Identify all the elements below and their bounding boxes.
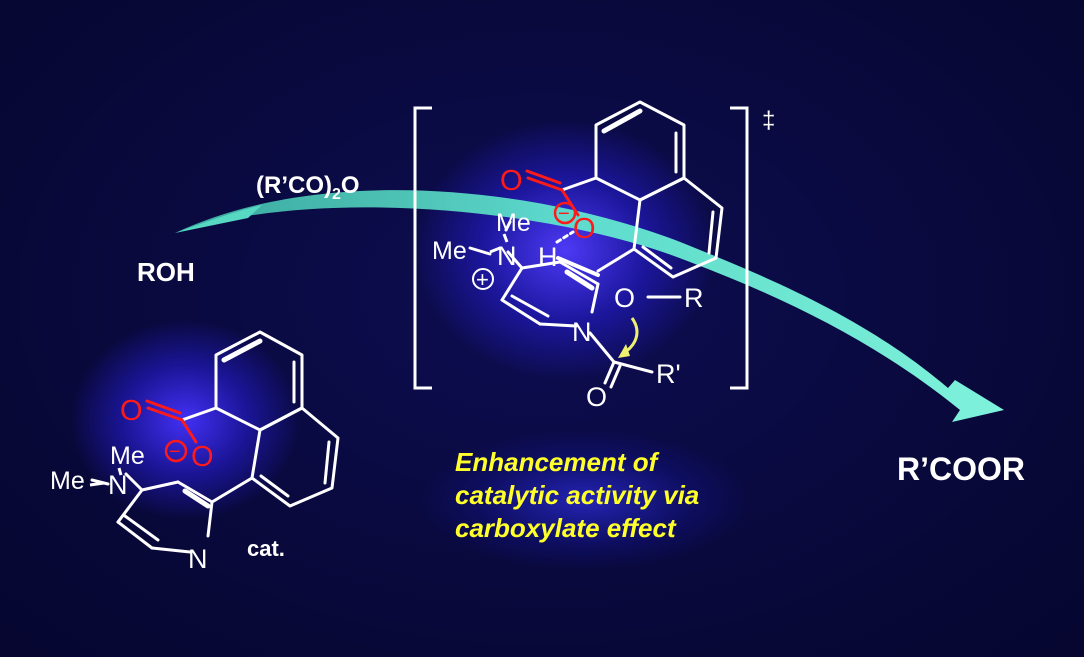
ts-molecule: [468, 100, 724, 389]
ts-carboxylate-oxygen: O: [573, 213, 596, 245]
curved-arrow: [618, 317, 639, 358]
reaction-labels: (R’CO)2O ROH R’COOR: [137, 172, 1025, 487]
ts-pyridinium-nitrogen: N: [572, 317, 592, 347]
catalyst-labels: O O − Me N Me N cat.: [50, 395, 285, 574]
cat-methyl-left: Me: [50, 467, 85, 495]
reagent-label: (R’CO)2O: [256, 172, 360, 203]
ts-brackets: [413, 106, 749, 390]
ts-r-group: R: [684, 283, 704, 313]
reaction-arrow: [175, 190, 1004, 422]
ts-plus-charge-icon: [472, 268, 494, 290]
note-line-1: Enhancement of: [455, 447, 658, 477]
ts-dagger: ‡: [762, 107, 775, 134]
ts-carbonyl-oxygen: O: [500, 165, 523, 197]
cat-dimethylamino-nitrogen: N: [108, 470, 128, 500]
cat-carboxylate-oxygen: O: [191, 441, 214, 473]
catalyst-molecule: [90, 330, 340, 554]
note-line-3: carboxylate effect: [455, 513, 676, 543]
ts-labels: O O − Me N Me H + N O R R' O ‡: [432, 107, 775, 412]
cat-pyridine-nitrogen: N: [188, 544, 208, 574]
ts-minus-sign: −: [558, 203, 570, 225]
ts-acyl-oxygen: O: [586, 382, 607, 412]
ts-methyl-left: Me: [432, 237, 467, 265]
product-label: R’COOR: [897, 451, 1025, 487]
cat-methyl-top: Me: [110, 442, 145, 470]
ts-methyl-top: Me: [496, 209, 531, 237]
ts-alcohol-oxygen: O: [614, 283, 635, 313]
note-line-2: catalytic activity via: [455, 480, 700, 510]
cat-carbonyl-oxygen: O: [120, 395, 143, 427]
alcohol-label: ROH: [137, 257, 195, 287]
cat-minus-sign: −: [169, 441, 181, 463]
ts-r-prime: R': [656, 359, 681, 389]
ts-hydrogen: H: [538, 242, 558, 272]
ts-minus-charge-icon: [553, 201, 577, 225]
catalyst-label: cat.: [247, 536, 285, 561]
ts-plus-sign: +: [476, 267, 489, 292]
cat-minus-charge-icon: [164, 439, 188, 463]
carboxylate-effect-note: Enhancement of catalytic activity via ca…: [455, 446, 755, 545]
methyl-bonds: [89, 233, 509, 487]
ts-dimethylamino-nitrogen: N: [497, 241, 517, 271]
